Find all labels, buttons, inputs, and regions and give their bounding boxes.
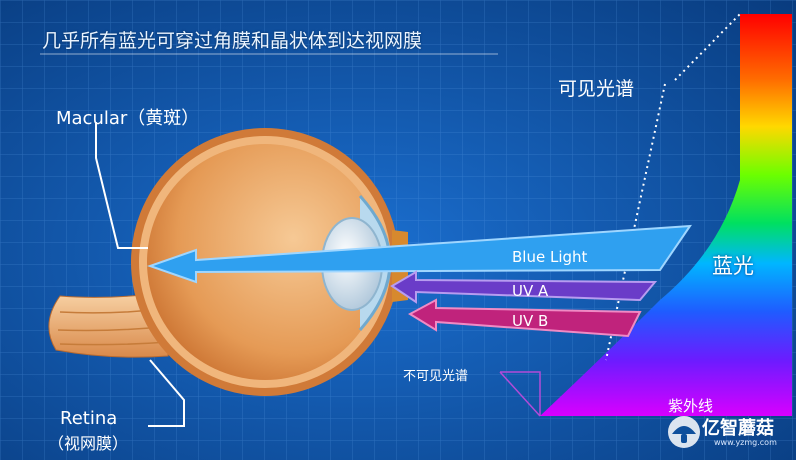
diagram-title: 几乎所有蓝光可穿过角膜和晶状体到达视网膜 — [42, 30, 423, 52]
retina-leader — [148, 359, 185, 427]
blue-light-arrow — [146, 224, 692, 284]
visible-spectrum-label: 可见光谱 — [558, 78, 635, 100]
spectrum-shape — [540, 14, 792, 416]
uva-label: UV A — [512, 282, 549, 300]
uvb-arrow — [407, 298, 642, 338]
uva-arrow — [390, 270, 658, 304]
invisible-bracket-diag — [499, 371, 541, 417]
invisible-spectrum-label: 不可见光谱 — [403, 369, 469, 384]
macular-label: Macular（黄斑） — [56, 108, 200, 129]
watermark-url: www.yzmg.com — [714, 438, 777, 447]
mushroom-logo-icon — [668, 416, 700, 448]
blue-light-label: Blue Light — [512, 248, 588, 266]
blue-light-cn-label: 蓝光 — [712, 254, 754, 278]
invisible-bracket — [500, 371, 541, 416]
uvb-label: UV B — [512, 312, 549, 330]
watermark-brand: 亿智蘑菇 — [702, 418, 774, 439]
ultraviolet-label: 紫外线 — [668, 397, 714, 415]
macular-leader — [95, 122, 148, 249]
retina-label: Retina — [60, 408, 118, 429]
retina-cn-label: （视网膜） — [48, 434, 129, 453]
